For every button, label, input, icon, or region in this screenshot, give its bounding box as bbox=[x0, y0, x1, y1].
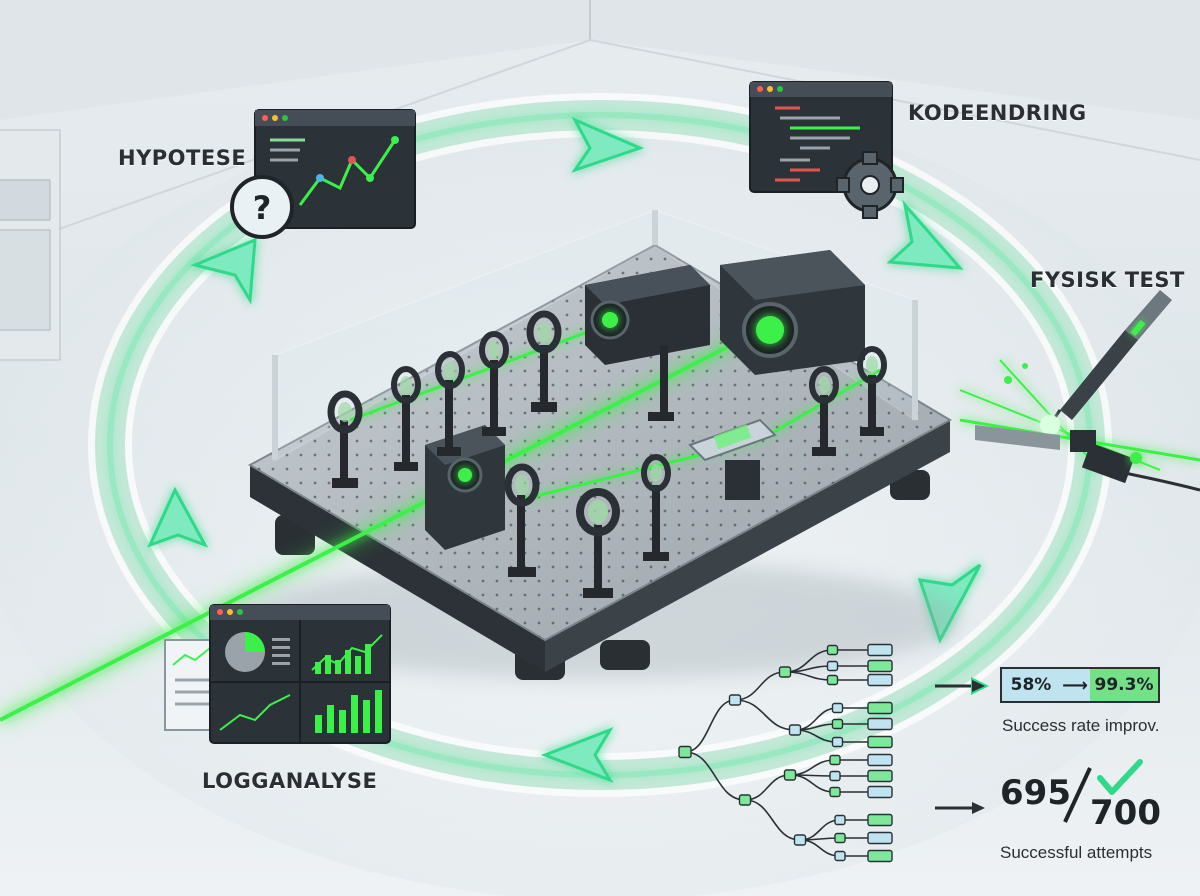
checkmark-icon bbox=[1097, 759, 1143, 795]
mirror-mount bbox=[576, 488, 620, 598]
cycle-arrow-top bbox=[571, 116, 645, 173]
fraction-slash bbox=[1063, 767, 1092, 823]
tree-node bbox=[728, 694, 742, 706]
tree-node bbox=[867, 659, 893, 673]
tree-node bbox=[867, 701, 893, 715]
laser-source-box bbox=[720, 250, 865, 375]
code-change-label: KODEENDRING bbox=[908, 101, 1087, 125]
wall-floor-line bbox=[0, 38, 1200, 251]
cycle-arrow-left-top bbox=[190, 237, 257, 305]
attempts-total: 700 bbox=[1090, 793, 1161, 833]
log-analysis-panel bbox=[164, 604, 391, 744]
tree-node bbox=[867, 735, 893, 749]
mirror-mount bbox=[809, 366, 839, 456]
success-rate-box: 58% ⟶ 99.3% bbox=[1000, 667, 1160, 703]
svg-text:?: ? bbox=[253, 189, 272, 227]
tree-node bbox=[867, 753, 893, 767]
tree-edge bbox=[734, 671, 786, 701]
tree-edge bbox=[684, 751, 746, 801]
laser-beam-main bbox=[0, 318, 774, 727]
tree-node bbox=[867, 769, 893, 783]
mirror-mount bbox=[857, 346, 887, 436]
tree-edge bbox=[744, 799, 801, 841]
log-analysis-label: LOGGANALYSE bbox=[202, 769, 378, 793]
tree-node bbox=[783, 769, 797, 781]
hypothesis-panel: ? bbox=[230, 109, 416, 239]
tree-node bbox=[826, 644, 839, 656]
tree-node bbox=[826, 674, 839, 686]
lab-cabinet bbox=[0, 129, 61, 361]
back-wall bbox=[0, 0, 1200, 120]
tree-node bbox=[867, 831, 893, 845]
tree-node bbox=[829, 770, 841, 782]
physical-test-label: FYSISK TEST bbox=[1030, 268, 1185, 292]
question-mark-icon bbox=[230, 175, 294, 239]
attempts-caption: Successful attempts bbox=[1000, 843, 1153, 862]
tree-node bbox=[867, 813, 893, 827]
beam-block bbox=[425, 425, 505, 550]
mirror-mount bbox=[435, 351, 465, 456]
tree-node bbox=[788, 724, 802, 736]
cycle-arrow-right-top bbox=[886, 199, 964, 270]
rate-after: 99.3% bbox=[1090, 669, 1158, 701]
mirror-mount bbox=[648, 319, 675, 421]
rate-arrow-icon: ⟶ bbox=[1060, 669, 1090, 701]
code-change-panel bbox=[749, 81, 904, 219]
tree-node bbox=[831, 736, 844, 748]
tree-node bbox=[834, 850, 846, 862]
mirror-mount bbox=[391, 366, 421, 471]
success-rate-caption: Success rate improv. bbox=[1002, 716, 1160, 735]
tree-node bbox=[834, 832, 846, 844]
tree-node bbox=[867, 849, 893, 863]
tree-node bbox=[834, 814, 846, 826]
tree-node bbox=[793, 834, 807, 846]
cycle-arrow-left-bottom bbox=[147, 486, 209, 548]
gear-icon bbox=[836, 151, 904, 219]
hypothesis-label: HYPOTESE bbox=[118, 146, 247, 170]
mirror-mount bbox=[327, 390, 363, 488]
tree-node bbox=[831, 702, 844, 714]
decision-tree bbox=[678, 643, 893, 863]
mirror-mount bbox=[504, 463, 540, 577]
mirror-mount bbox=[641, 454, 671, 561]
mirror-mount bbox=[526, 310, 562, 412]
tree-edge bbox=[684, 699, 736, 753]
tree-node bbox=[831, 718, 844, 730]
tree-node bbox=[829, 786, 841, 798]
tree-node bbox=[778, 666, 792, 678]
result-arrow-rate bbox=[935, 677, 989, 695]
camera-module bbox=[585, 265, 710, 365]
tree-node bbox=[678, 745, 692, 759]
tree-node bbox=[867, 673, 893, 687]
successes-count: 695 bbox=[1000, 773, 1071, 813]
tree-node bbox=[867, 717, 893, 731]
rate-before: 58% bbox=[1002, 669, 1060, 701]
cycle-arrow-bottom bbox=[540, 727, 614, 783]
tree-node bbox=[867, 785, 893, 799]
tree-node bbox=[738, 794, 752, 806]
laser-collimator bbox=[688, 418, 777, 500]
tree-node bbox=[867, 643, 893, 657]
result-arrow-attempts bbox=[935, 802, 985, 814]
tree-edge bbox=[734, 699, 796, 731]
mirror-mount bbox=[479, 331, 509, 436]
test-probe bbox=[975, 290, 1200, 492]
tree-node bbox=[826, 660, 839, 672]
tree-node bbox=[829, 754, 841, 766]
